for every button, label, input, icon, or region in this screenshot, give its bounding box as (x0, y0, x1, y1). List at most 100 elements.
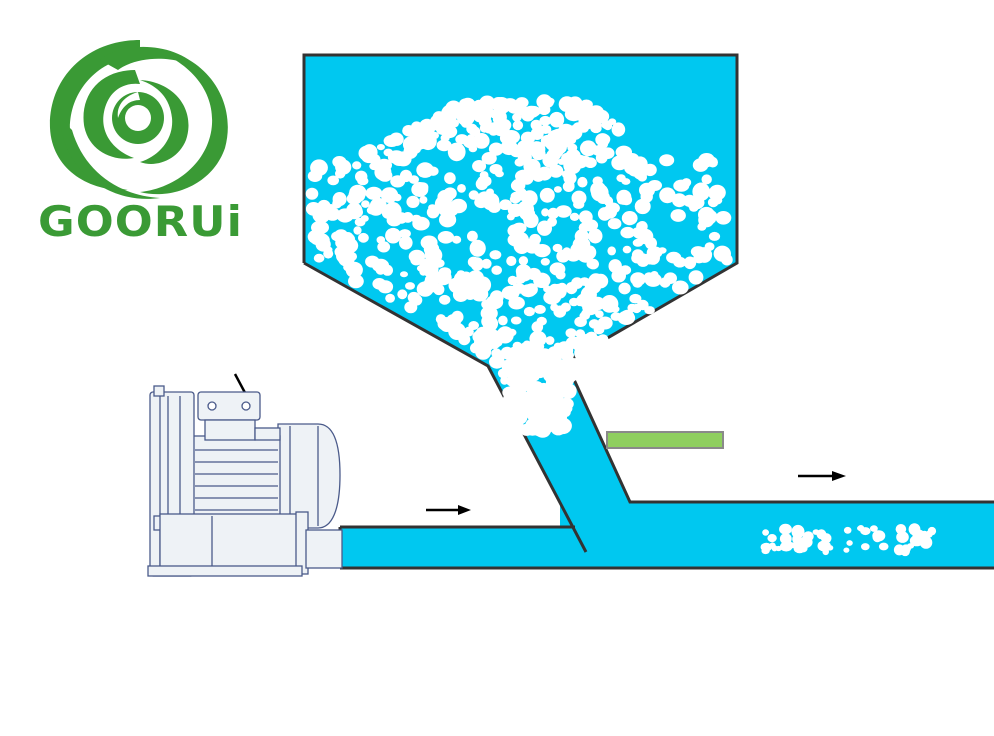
granule (592, 176, 603, 186)
granule (305, 187, 319, 200)
granule (545, 336, 555, 345)
granule (439, 212, 457, 228)
granule (365, 186, 383, 200)
swirl-logo-icon (49, 40, 228, 199)
granule (420, 235, 438, 250)
granule (688, 270, 704, 285)
granule (405, 282, 415, 290)
granule (467, 230, 478, 242)
granule (539, 187, 555, 203)
granule (488, 142, 504, 156)
granule (506, 256, 517, 266)
granule (643, 163, 657, 177)
granule (416, 265, 426, 272)
granule (689, 203, 699, 212)
granule (588, 273, 604, 289)
granule (389, 132, 404, 146)
granule (495, 118, 512, 132)
granule (895, 524, 907, 535)
granule (481, 258, 492, 269)
granule (861, 543, 870, 551)
granule (533, 272, 551, 288)
granule (693, 253, 706, 264)
granule (477, 175, 492, 187)
granule (468, 190, 479, 200)
granule (577, 176, 588, 188)
granule (692, 182, 710, 201)
granule (576, 293, 594, 308)
granule (640, 190, 653, 203)
granule (567, 143, 578, 152)
granule (491, 97, 506, 112)
granule (878, 542, 889, 551)
granule (358, 232, 369, 243)
granule (419, 196, 428, 204)
granule (486, 295, 504, 310)
granule (514, 377, 530, 393)
granule (471, 286, 489, 302)
granule (625, 153, 640, 165)
granule (495, 354, 504, 363)
granule (437, 231, 455, 244)
granule (400, 271, 408, 278)
granule (510, 191, 522, 201)
granule (608, 259, 622, 274)
granule (442, 117, 457, 130)
granule (519, 207, 536, 221)
granule (545, 377, 557, 388)
granule (618, 282, 631, 295)
granule (336, 247, 353, 264)
granule (352, 161, 362, 170)
granule (595, 146, 607, 156)
granule (335, 168, 346, 179)
granule (537, 220, 552, 236)
granule (520, 171, 534, 185)
granule (427, 166, 439, 176)
granule (354, 217, 366, 227)
granule (472, 160, 487, 173)
granule (595, 310, 604, 318)
granule (683, 256, 697, 270)
granule (538, 418, 551, 431)
granule (631, 249, 644, 261)
granule (857, 525, 864, 531)
granule (562, 181, 575, 192)
granule (444, 172, 456, 185)
granule (672, 280, 689, 295)
granule (491, 265, 503, 275)
granule (578, 123, 589, 133)
granule (518, 256, 529, 266)
granule (666, 251, 682, 264)
granule (576, 244, 595, 263)
inlet-pipe (340, 527, 590, 568)
granule (499, 199, 512, 210)
granule (382, 264, 393, 276)
granule (510, 179, 526, 192)
granule (549, 111, 565, 128)
granule (450, 198, 467, 214)
granule (591, 121, 602, 130)
granule (590, 296, 606, 311)
granule (632, 227, 649, 240)
granule (644, 272, 662, 287)
granule (510, 316, 522, 325)
granule (843, 526, 852, 534)
granule (366, 206, 377, 215)
granule (327, 175, 340, 186)
granule (479, 171, 489, 180)
granule (617, 310, 636, 325)
granule (580, 107, 596, 120)
granule (461, 99, 477, 116)
granule (908, 523, 921, 536)
granule (622, 245, 632, 254)
granule (590, 181, 607, 198)
granule (456, 270, 465, 277)
granule (512, 222, 527, 234)
granule (390, 175, 406, 188)
granule (576, 238, 585, 246)
granule (451, 310, 464, 324)
granule (681, 178, 692, 187)
granule (565, 249, 582, 262)
granule (546, 149, 561, 161)
granule (553, 305, 567, 318)
